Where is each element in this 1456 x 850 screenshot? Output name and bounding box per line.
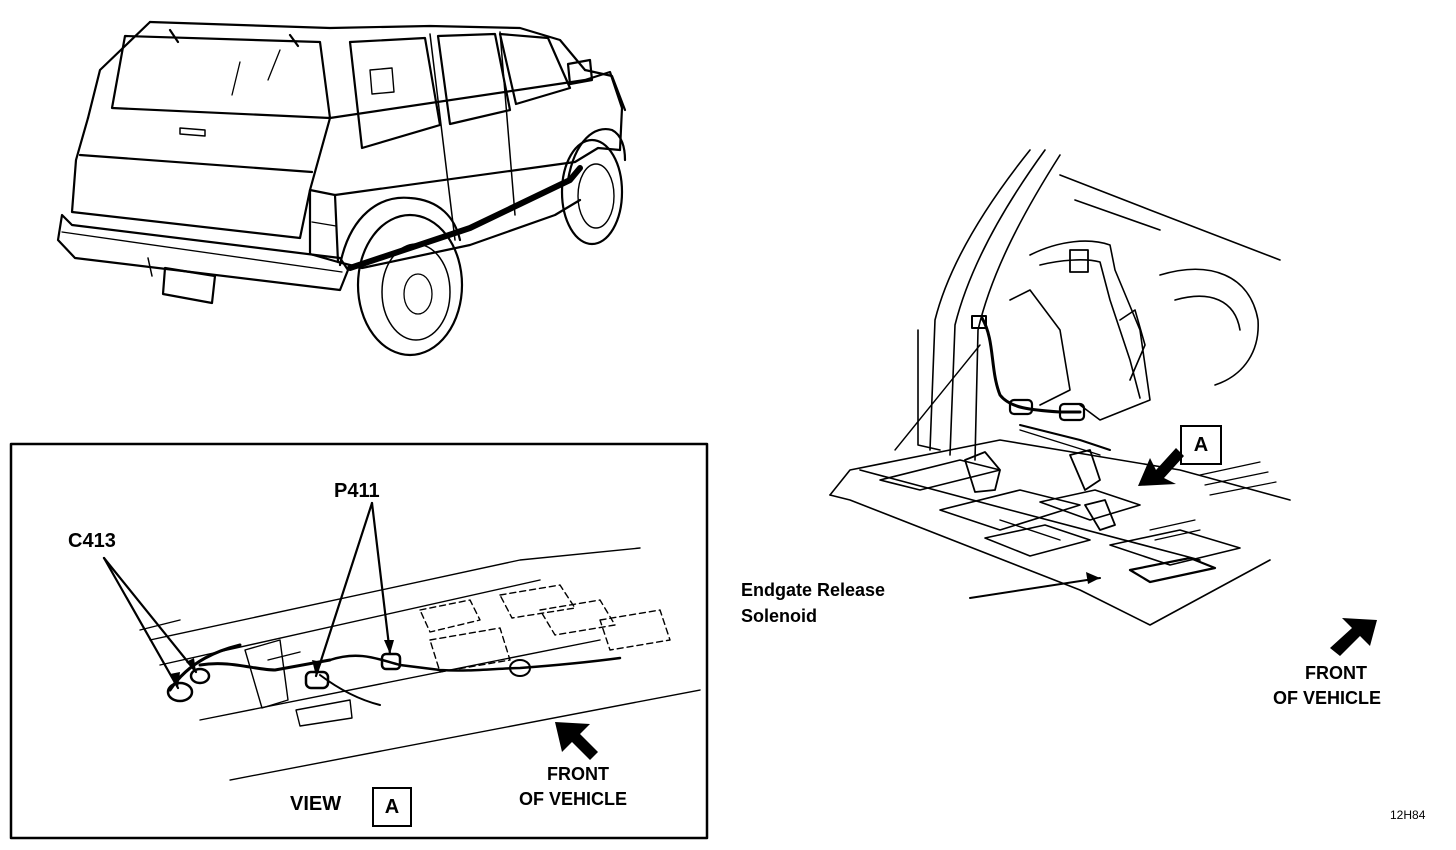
main-front-label-line1: FRONT: [1305, 663, 1367, 683]
view-a-inset: [9, 442, 709, 840]
solenoid-label-line1: Endgate Release: [741, 580, 886, 600]
c413-label: C413: [68, 530, 116, 552]
main-front-label-line2: OF VEHICLE: [1273, 688, 1382, 708]
main-front-arrow-icon: [1330, 618, 1377, 656]
main-letter: A: [1193, 434, 1209, 456]
view-letter: A: [384, 796, 400, 818]
inset-callout-lines: [102, 501, 392, 690]
main-letter-box: A: [1180, 425, 1222, 465]
inset-front-arrow-icon: [555, 722, 598, 760]
p411-label: P411: [334, 480, 380, 502]
view-letter-box: A: [372, 787, 412, 827]
inset-callout-arrowheads: [170, 640, 394, 688]
inset-front-label-line2: OF VEHICLE: [519, 789, 628, 809]
cargo-area-illustration: [829, 149, 1291, 626]
solenoid-label-line2: Solenoid: [741, 606, 817, 626]
solenoid-callout-line: [969, 572, 1101, 599]
figure-code: 12H84: [1390, 808, 1426, 822]
vehicle-illustration: [56, 20, 627, 357]
view-a-pointer-arrow-icon: [1138, 448, 1184, 486]
view-label: VIEW: [290, 793, 342, 815]
inset-front-label-line1: FRONT: [547, 764, 609, 784]
inset-frame: [9, 442, 709, 840]
inset-floor-drawing: [139, 547, 701, 781]
